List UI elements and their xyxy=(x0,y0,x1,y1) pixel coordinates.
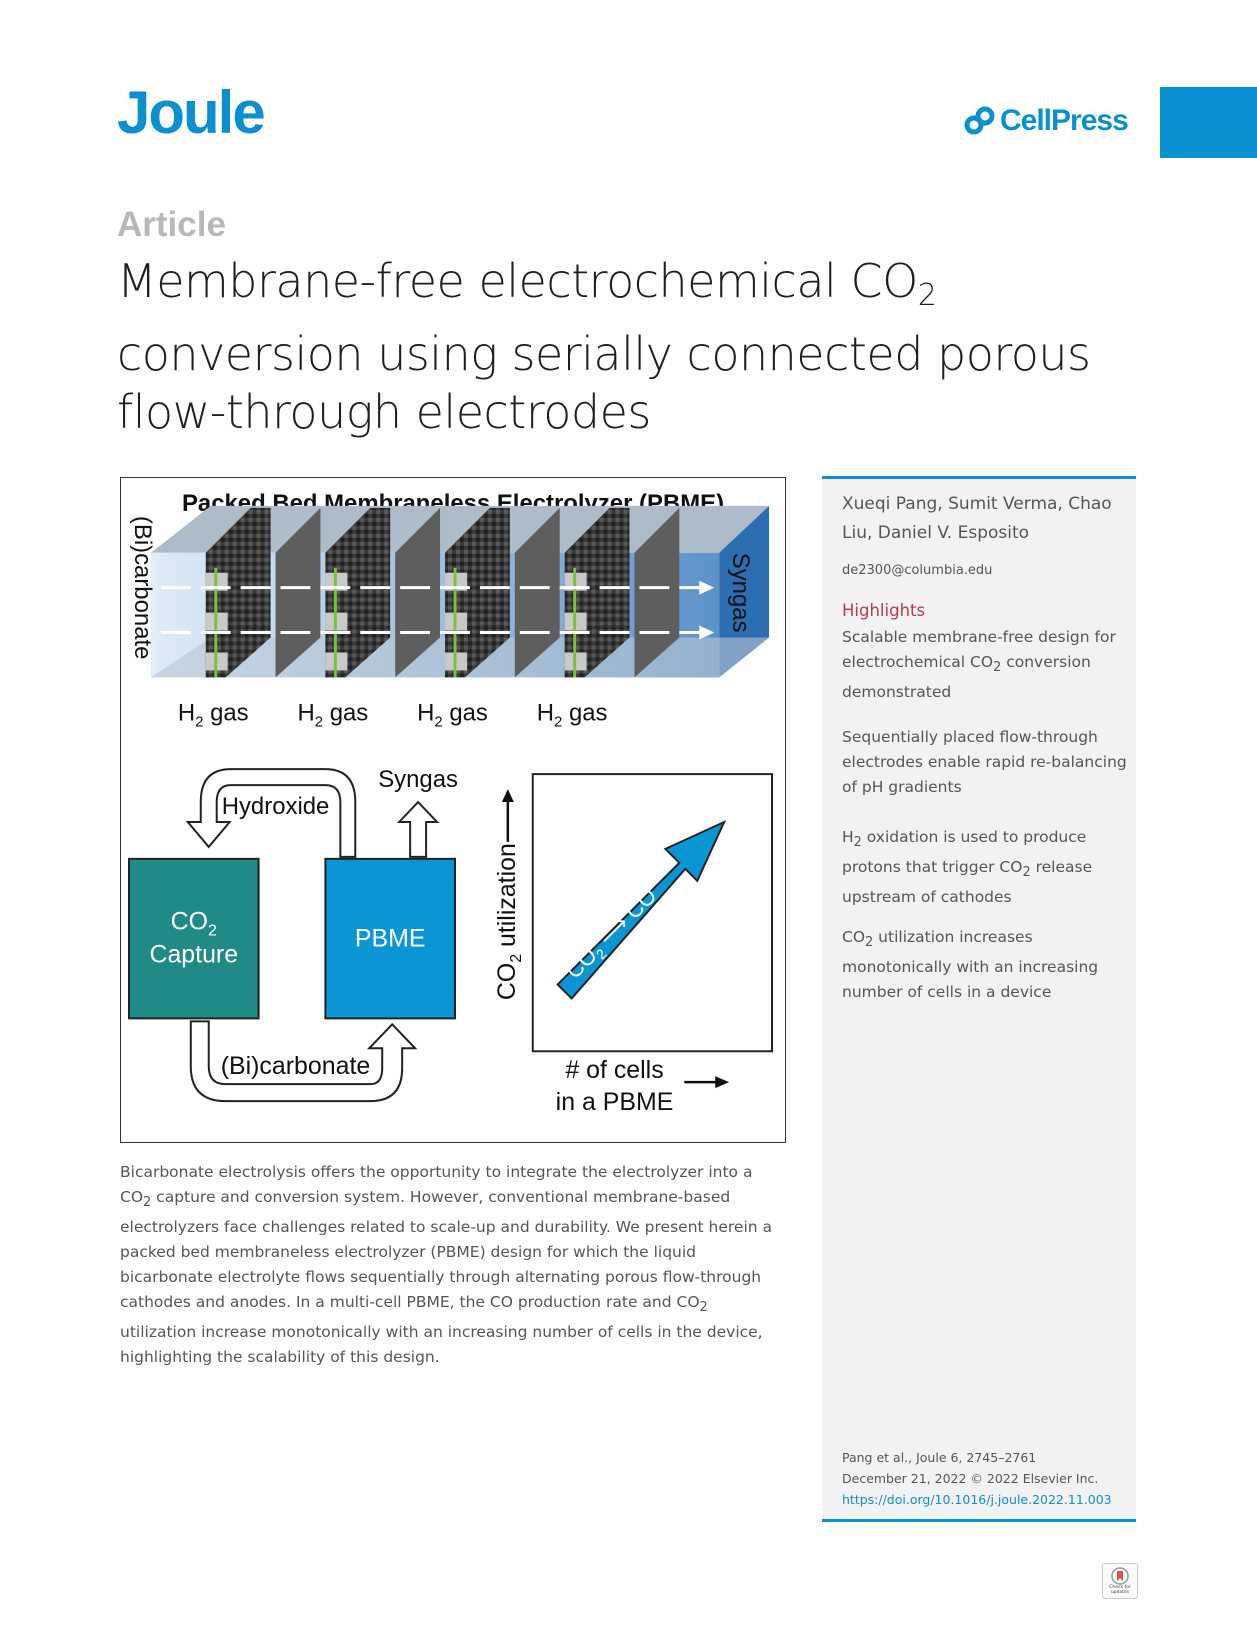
highlight-item: H2 oxidation is used to produce protons … xyxy=(842,828,1093,907)
highlight-item: Sequentially placed flow-through electro… xyxy=(842,728,1127,796)
inlet-label: (Bi)carbonate xyxy=(129,516,156,660)
svg-text:H2 gas: H2 gas xyxy=(537,699,608,730)
copyright-line: December 21, 2022 © 2022 Elsevier Inc. xyxy=(842,1471,1099,1486)
graphical-abstract: Packed Bed Membraneless Electrolyzer (PB… xyxy=(120,477,786,1143)
capture-co2-label: CO2 xyxy=(171,908,217,940)
article-type: Article xyxy=(117,205,226,244)
title-line-3: flow-through electrodes xyxy=(117,385,651,439)
utilization-plot-frame xyxy=(531,773,774,1053)
title-line-2: conversion using serially connected poro… xyxy=(117,327,1091,381)
outlet-label: Syngas xyxy=(727,553,754,633)
journal-logo[interactable]: Joule xyxy=(117,79,266,146)
article-title: Membrane-free electrochemical CO2 conver… xyxy=(117,252,1117,441)
abstract-text: Bicarbonate electrolysis offers the oppo… xyxy=(120,1163,772,1367)
co2-to-co-arrow xyxy=(556,819,727,1000)
publisher-name: CellPress xyxy=(1000,104,1129,137)
hydroxide-label: Hydroxide xyxy=(222,793,330,820)
author-list: Xueqi Pang, Sumit Verma, Chao Liu, Danie… xyxy=(842,494,1112,543)
syngas-arrow xyxy=(396,800,440,858)
syngas-label: Syngas xyxy=(378,766,458,793)
title-line-1: Membrane-free electrochemical CO xyxy=(117,254,918,308)
graphical-abstract-svg: Packed Bed Membraneless Electrolyzer (PB… xyxy=(127,490,774,1116)
svg-text:H2 gas: H2 gas xyxy=(417,699,488,730)
x-axis-label-line2: in a PBME xyxy=(556,1088,674,1116)
electrode-stack-3 xyxy=(445,507,560,678)
doi-link[interactable]: https://doi.org/10.1016/j.joule.2022.11.… xyxy=(842,1492,1112,1507)
pbme-box xyxy=(324,857,456,1020)
loop-bicarbonate-label: (Bi)carbonate xyxy=(221,1052,371,1080)
citation-line: Pang et al., Joule 6, 2745–2761 xyxy=(842,1450,1037,1465)
svg-text:H2 gas: H2 gas xyxy=(178,699,249,730)
x-axis-label-line1: # of cells xyxy=(565,1056,663,1084)
check-for-updates-badge[interactable]: Check for updates xyxy=(1102,1563,1138,1599)
highlights-heading: Highlights xyxy=(842,601,926,620)
x-axis-arrow xyxy=(684,1076,730,1089)
bookmark-icon xyxy=(1111,1567,1129,1585)
electrode-stack-2 xyxy=(325,507,441,678)
y-axis-arrow xyxy=(501,789,514,842)
info-sidebar xyxy=(822,476,1136,1522)
electrode-stack-4 xyxy=(564,507,680,678)
title-subscript: 2 xyxy=(917,278,937,313)
electrode-stack-1 xyxy=(205,507,321,678)
y-axis-label: CO2 utilization xyxy=(493,843,525,1000)
highlight-item: Scalable membrane-free design for electr… xyxy=(842,628,1116,702)
highlight-item: CO2 utilization increases monotonically … xyxy=(842,928,1099,1002)
co2-capture-box xyxy=(127,857,260,1020)
publisher-logo[interactable]: CellPress xyxy=(964,104,1129,138)
corner-color-tab xyxy=(1160,87,1257,158)
pbme-label: PBME xyxy=(355,925,426,953)
bicarbonate-loop-arrow xyxy=(189,1020,418,1103)
h2-gas-labels: H2 gas H2 gas H2 gas H2 gas xyxy=(178,699,608,730)
hydroxide-loop-arrow xyxy=(185,768,357,858)
svg-text:H2 gas: H2 gas xyxy=(297,699,368,730)
corresponding-email[interactable]: de2300@columbia.edu xyxy=(842,563,993,578)
check-for-updates-text: Check for updates xyxy=(1109,1585,1131,1595)
flow-arrows xyxy=(160,580,715,640)
capture-word: Capture xyxy=(149,941,238,969)
cellpress-mark-icon xyxy=(964,106,995,135)
